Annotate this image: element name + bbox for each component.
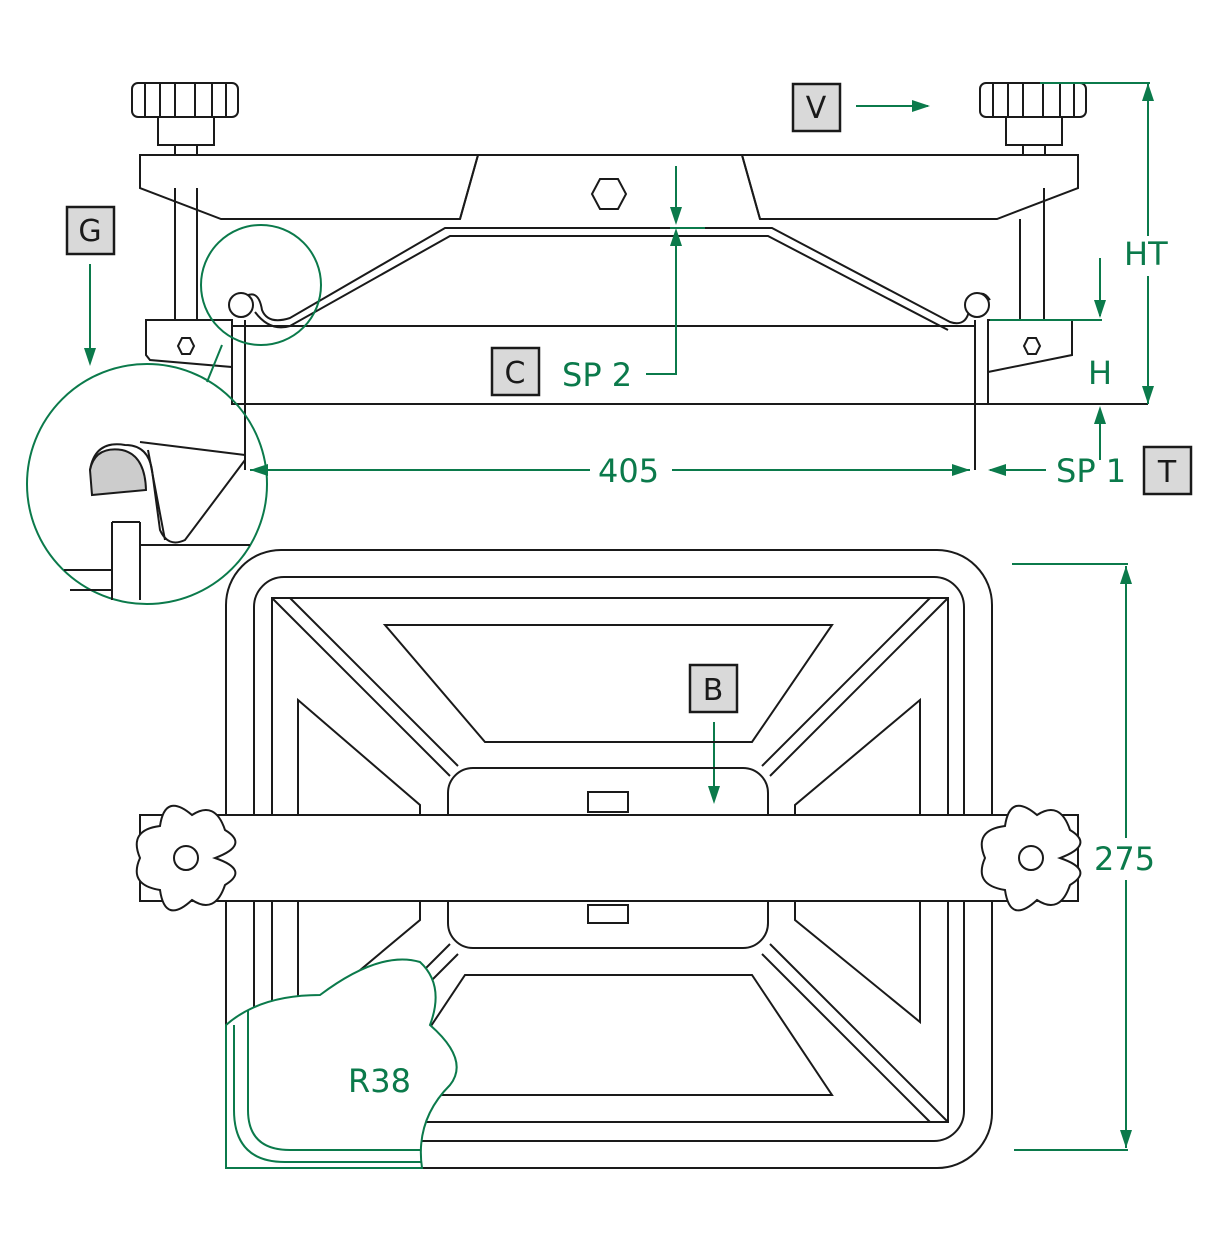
label-T: T [1142, 445, 1193, 496]
dim-SP2: SP 2 [562, 356, 632, 394]
label-B: B [688, 663, 739, 714]
dim-R38: R38 [348, 1062, 411, 1100]
dim-HT: HT [1124, 235, 1168, 273]
clamp-bar-top [139, 814, 1079, 902]
dim-SP1: SP 1 [1056, 452, 1126, 490]
detail-view [26, 363, 268, 605]
svg-text:G: G [78, 214, 101, 249]
dim-405: 405 [598, 452, 659, 490]
label-C: C [490, 346, 541, 397]
top-view [135, 549, 1082, 1169]
svg-text:V: V [806, 91, 827, 126]
label-V: V [791, 82, 842, 133]
hex-nut [590, 178, 628, 210]
dim-275: 275 [1094, 840, 1155, 878]
dimensions [84, 82, 1154, 1151]
side-view [26, 82, 1148, 605]
dim-H: H [1088, 354, 1112, 392]
svg-text:T: T [1157, 455, 1177, 490]
knob-right [979, 82, 1087, 156]
svg-text:B: B [703, 673, 724, 708]
knob-left [131, 82, 239, 156]
svg-text:C: C [505, 356, 526, 391]
label-G: G [65, 205, 116, 256]
